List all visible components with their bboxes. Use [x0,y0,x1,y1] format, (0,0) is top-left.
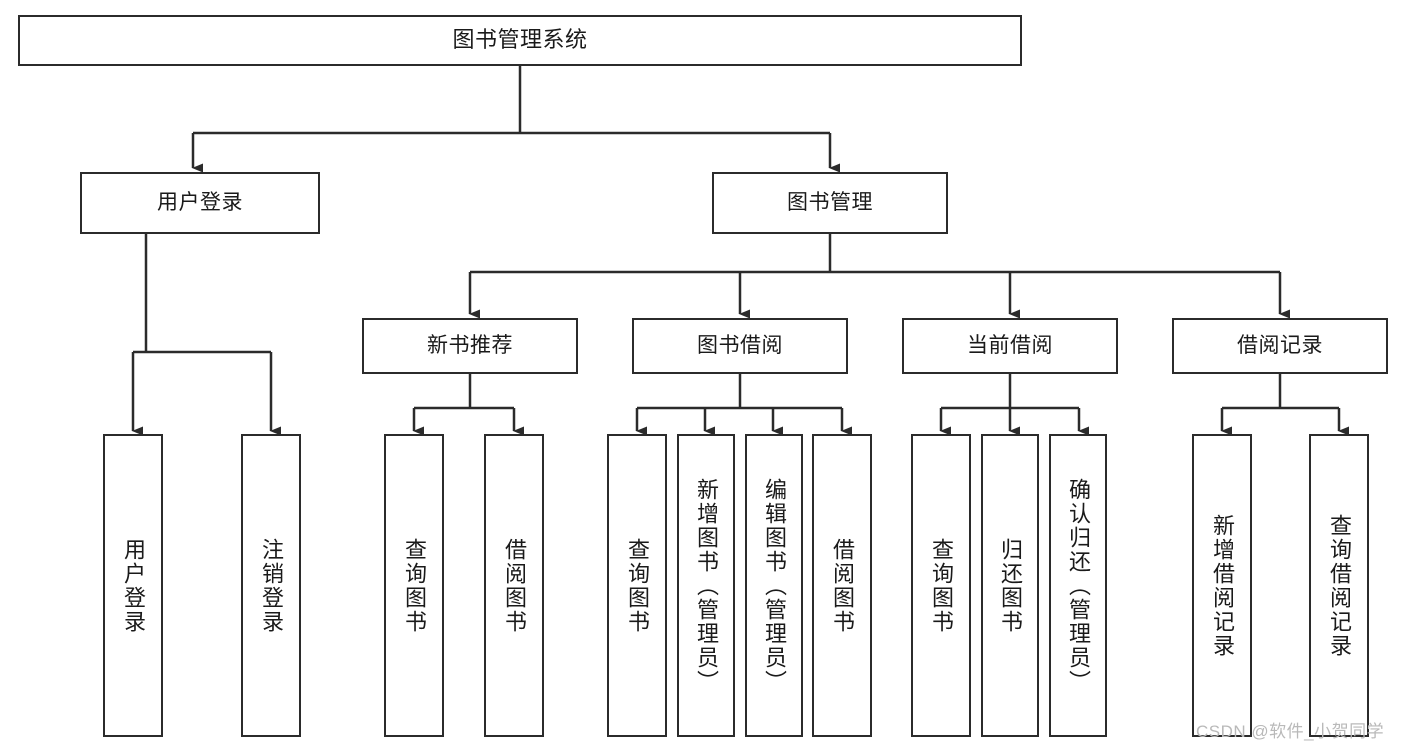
node-label: 图书管理系统 [452,27,588,53]
leaf-user-login-signin[interactable]: 用户登录 [103,434,163,737]
leaf-borrow-add-book-admin[interactable]: 新增图书（管理员） [677,434,735,737]
node-root-system[interactable]: 图书管理系统 [18,15,1022,66]
leaf-recommend-borrow-book[interactable]: 借阅图书 [484,434,544,737]
node-label: 借阅图书 [502,537,527,634]
leaf-recommend-query-book[interactable]: 查询图书 [384,434,444,737]
leaf-current-return-book[interactable]: 归还图书 [981,434,1039,737]
node-label: 借阅图书 [830,537,855,634]
leaf-borrow-borrow-book[interactable]: 借阅图书 [812,434,872,737]
node-book-management[interactable]: 图书管理 [712,172,948,234]
node-label: 图书管理 [787,191,873,215]
csdn-watermark: CSDN @软件_小贺同学 [1196,722,1385,741]
node-label: 查询借阅记录 [1327,513,1352,658]
node-label: 当前借阅 [967,334,1053,358]
node-label: 新书推荐 [427,334,513,358]
node-label: 查询图书 [625,537,650,634]
node-label: 确认归还（管理员） [1066,477,1091,694]
node-label: 用户登录 [157,191,243,215]
node-label: 查询图书 [402,537,427,634]
node-borrow-records[interactable]: 借阅记录 [1172,318,1388,374]
node-label: 新增图书（管理员） [694,477,719,694]
node-label: 查询图书 [929,537,954,634]
leaf-user-login-signout[interactable]: 注销登录 [241,434,301,737]
node-new-book-recommend[interactable]: 新书推荐 [362,318,578,374]
leaf-borrow-edit-book-admin[interactable]: 编辑图书（管理员） [745,434,803,737]
leaf-records-add-record[interactable]: 新增借阅记录 [1192,434,1252,737]
node-label: 归还图书 [998,537,1023,634]
node-book-borrow[interactable]: 图书借阅 [632,318,848,374]
node-label: 注销登录 [259,537,284,634]
node-label: 用户登录 [121,537,146,634]
leaf-records-query-record[interactable]: 查询借阅记录 [1309,434,1369,737]
leaf-borrow-query-book[interactable]: 查询图书 [607,434,667,737]
node-current-borrow[interactable]: 当前借阅 [902,318,1118,374]
node-label: 编辑图书（管理员） [762,477,787,694]
leaf-current-confirm-return-admin[interactable]: 确认归还（管理员） [1049,434,1107,737]
node-label: 图书借阅 [697,334,783,358]
node-label: 借阅记录 [1237,334,1323,358]
node-label: 新增借阅记录 [1210,513,1235,658]
node-user-login[interactable]: 用户登录 [80,172,320,234]
leaf-current-query-book[interactable]: 查询图书 [911,434,971,737]
